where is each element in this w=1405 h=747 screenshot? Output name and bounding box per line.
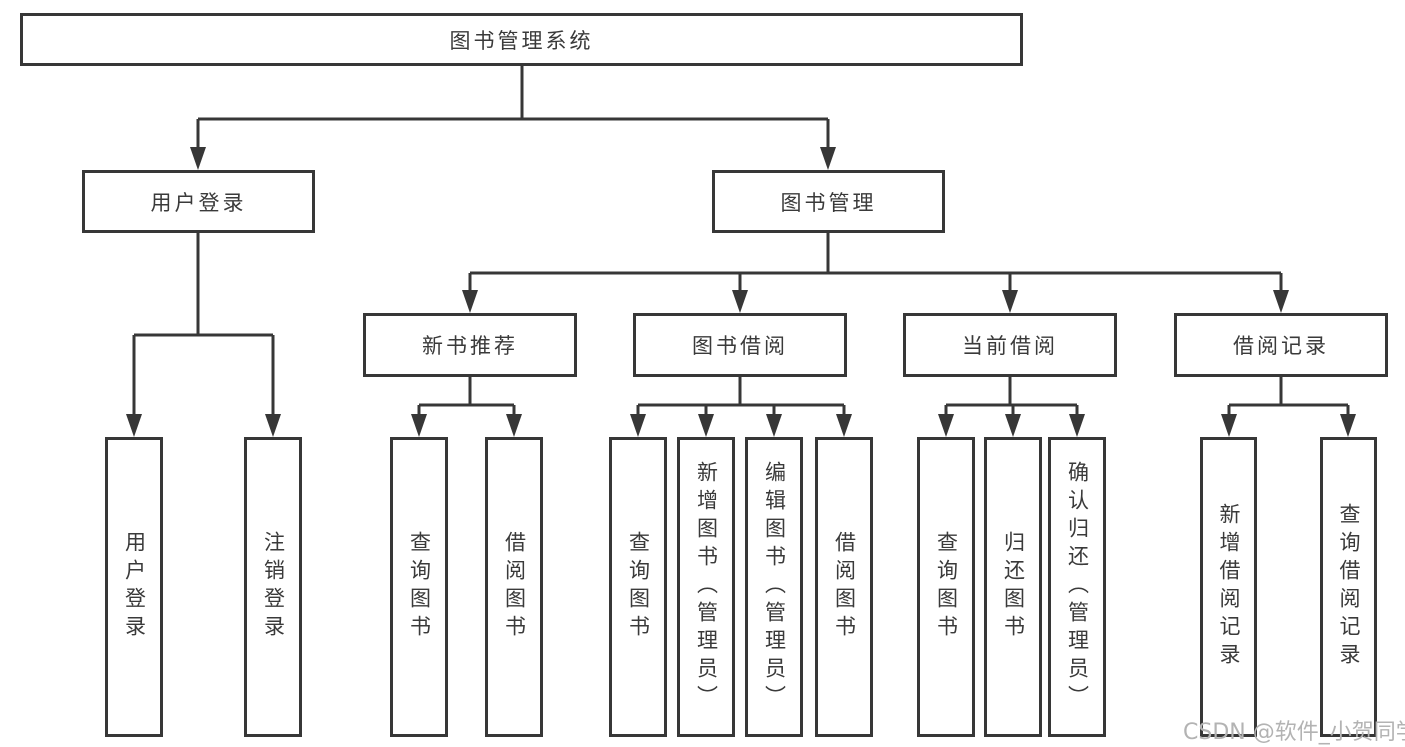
node-root-system: 图书管理系统 [20, 13, 1023, 66]
node-label: 当前借阅 [962, 334, 1058, 358]
leaf-query-books-2: 查询图书 [609, 437, 667, 737]
leaf-label: 查询图书 [934, 531, 959, 643]
leaf-label: 借阅图书 [832, 531, 857, 643]
node-book-management: 图书管理 [712, 170, 945, 233]
csdn-watermark: CSDN @软件_小贺同学 [1183, 720, 1405, 745]
node-current-borrow: 当前借阅 [903, 313, 1117, 377]
node-label: 新书推荐 [422, 334, 518, 358]
leaf-user-login: 用户登录 [105, 437, 163, 737]
leaf-label: 查询借阅记录 [1337, 503, 1361, 671]
node-user-login: 用户登录 [82, 170, 315, 233]
leaf-label: 查询图书 [626, 531, 651, 643]
leaf-label: 确认归还（管理员） [1065, 461, 1090, 713]
node-new-book-recommend: 新书推荐 [363, 313, 577, 377]
node-label: 用户登录 [150, 190, 247, 215]
leaf-label: 编辑图书（管理员） [762, 461, 787, 713]
node-borrow-records: 借阅记录 [1174, 313, 1388, 377]
leaf-edit-books-admin: 编辑图书（管理员） [745, 437, 803, 737]
leaf-confirm-return-admin: 确认归还（管理员） [1048, 437, 1106, 737]
leaf-query-books-3: 查询图书 [917, 437, 975, 737]
leaf-borrow-books-1: 借阅图书 [485, 437, 543, 737]
leaf-logout: 注销登录 [244, 437, 302, 737]
leaf-label: 注销登录 [261, 531, 286, 643]
node-label: 借阅记录 [1233, 334, 1329, 358]
node-label: 图书管理系统 [449, 28, 594, 53]
leaf-borrow-books-2: 借阅图书 [815, 437, 873, 737]
leaf-label: 新增图书（管理员） [694, 461, 719, 713]
leaf-query-borrow-record: 查询借阅记录 [1320, 437, 1377, 737]
node-book-borrow: 图书借阅 [633, 313, 847, 377]
leaf-return-books: 归还图书 [984, 437, 1042, 737]
leaf-query-books-1: 查询图书 [390, 437, 448, 737]
leaf-label: 借阅图书 [502, 531, 527, 643]
leaf-label: 用户登录 [122, 531, 147, 643]
leaf-label: 查询图书 [407, 531, 432, 643]
leaf-label: 新增借阅记录 [1217, 503, 1241, 671]
node-label: 图书管理 [780, 190, 877, 215]
leaf-add-borrow-record: 新增借阅记录 [1200, 437, 1257, 737]
leaf-add-books-admin: 新增图书（管理员） [677, 437, 735, 737]
leaf-label: 归还图书 [1001, 531, 1026, 643]
node-label: 图书借阅 [692, 334, 788, 358]
